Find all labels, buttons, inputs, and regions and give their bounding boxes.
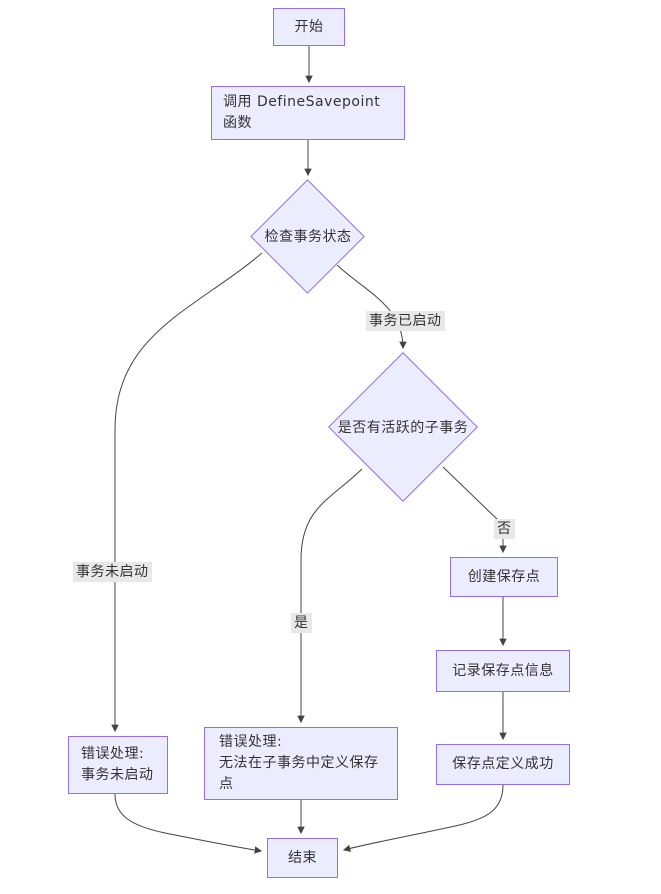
node-create-savepoint: 创建保存点 [450, 557, 558, 597]
node-start: 开始 [273, 8, 345, 46]
node-record-savepoint-info: 记录保存点信息 [436, 650, 570, 692]
edge-check-to-error-not-started [111, 252, 263, 733]
edge-success-to-end [342, 784, 504, 852]
node-check-txn-status-label: 检查事务状态 [264, 229, 352, 245]
edge-label-yes: 是 [291, 613, 312, 633]
edge-subtxn-to-error-subtxn [297, 468, 363, 724]
edge-label-no: 否 [494, 519, 515, 539]
node-error-subtxn: 错误处理: 无法在子事务中定义保存点 [204, 727, 398, 800]
node-error-txn-not-started: 错误处理: 事务未启动 [68, 736, 168, 794]
node-savepoint-success: 保存点定义成功 [436, 744, 570, 785]
edge-error-not-started-to-end [114, 793, 263, 854]
edge-subtxn-to-create [442, 466, 507, 554]
node-has-active-subtxn-label: 是否有活跃的子事务 [337, 420, 469, 436]
node-end: 结束 [267, 838, 338, 878]
edge-check-to-subtxn [336, 264, 407, 350]
edge-label-txn-not-started: 事务未启动 [73, 562, 152, 582]
node-call-define-savepoint: 调用 DefineSavepoint 函数 [211, 86, 405, 140]
edge-label-txn-started: 事务已启动 [366, 311, 445, 331]
